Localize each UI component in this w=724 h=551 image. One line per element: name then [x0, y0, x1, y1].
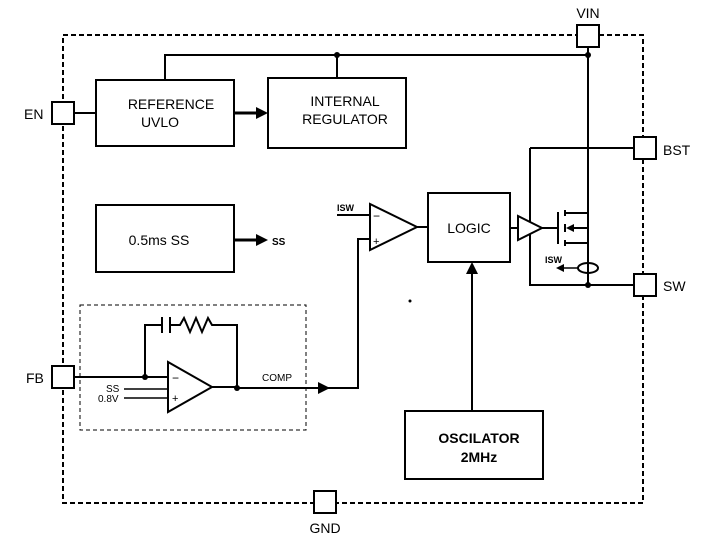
bst-sw-loop: [529, 148, 634, 286]
oscillator-block: [404, 410, 544, 480]
gnd-pin: [313, 490, 337, 514]
amp-minus-symbol: −: [172, 371, 179, 385]
dot-mark: [408, 299, 412, 303]
comp-label: COMP: [262, 373, 292, 384]
sw-label: SW: [663, 278, 686, 294]
junction-dot: [334, 52, 340, 58]
logic-label: LOGIC: [447, 220, 491, 236]
logic-block: [427, 192, 511, 263]
arrow-head: [318, 382, 330, 394]
compensation-resistor: [170, 315, 238, 388]
error-amp-boundary: [79, 304, 307, 431]
vin-pin: [576, 24, 600, 48]
ss-input-label: SS: [106, 384, 120, 395]
internal-regulator-block: [267, 77, 407, 149]
erroramp-inputs: [124, 388, 168, 399]
arrow-head: [556, 264, 564, 272]
comp-minus-symbol: −: [373, 209, 380, 223]
error-amplifier: [167, 360, 215, 414]
bst-pin: [633, 136, 657, 160]
arrow-head: [256, 107, 268, 119]
comp-wire: [237, 238, 370, 389]
current-comparator: [369, 202, 420, 252]
comp-plus-symbol: +: [373, 236, 379, 248]
fb-label: FB: [26, 370, 44, 386]
oscillator-label: OSCILATOR: [438, 430, 519, 446]
softstart-block: [95, 204, 235, 273]
gate-driver: [517, 214, 545, 242]
frequency-label: 2MHz: [461, 449, 498, 465]
reference-label: REFERENCE: [128, 96, 214, 112]
arrow-head: [466, 262, 478, 274]
regulator-label: REGULATOR: [302, 111, 388, 127]
en-pin: [51, 101, 75, 125]
fb-pin: [51, 365, 75, 389]
mosfet-arrow: [566, 224, 574, 232]
reference-uvlo-block: [95, 79, 235, 147]
uvlo-label: UVLO: [141, 114, 179, 130]
isw-sense-label: ISW: [545, 255, 563, 265]
chip-boundary: [62, 34, 644, 504]
arrow-head: [256, 234, 268, 246]
vin-bus: [164, 54, 588, 80]
junction-dot: [585, 52, 591, 58]
vin-label: VIN: [576, 5, 599, 21]
vref-label: 0.8V: [98, 394, 119, 405]
en-label: EN: [24, 106, 43, 122]
compensation-left: [144, 324, 162, 377]
junction-dot: [585, 282, 591, 288]
softstart-label: 0.5ms SS: [129, 232, 190, 248]
ss-out-label: SS: [272, 237, 286, 248]
junction-dot: [234, 385, 240, 391]
sw-pin: [633, 273, 657, 297]
amp-plus-symbol: +: [172, 393, 178, 405]
compensation-capacitor: [161, 317, 171, 333]
isw-comparator-label: ISW: [337, 203, 355, 213]
bst-label: BST: [663, 142, 691, 158]
internal-label: INTERNAL: [310, 93, 379, 109]
gnd-label: GND: [309, 520, 340, 536]
